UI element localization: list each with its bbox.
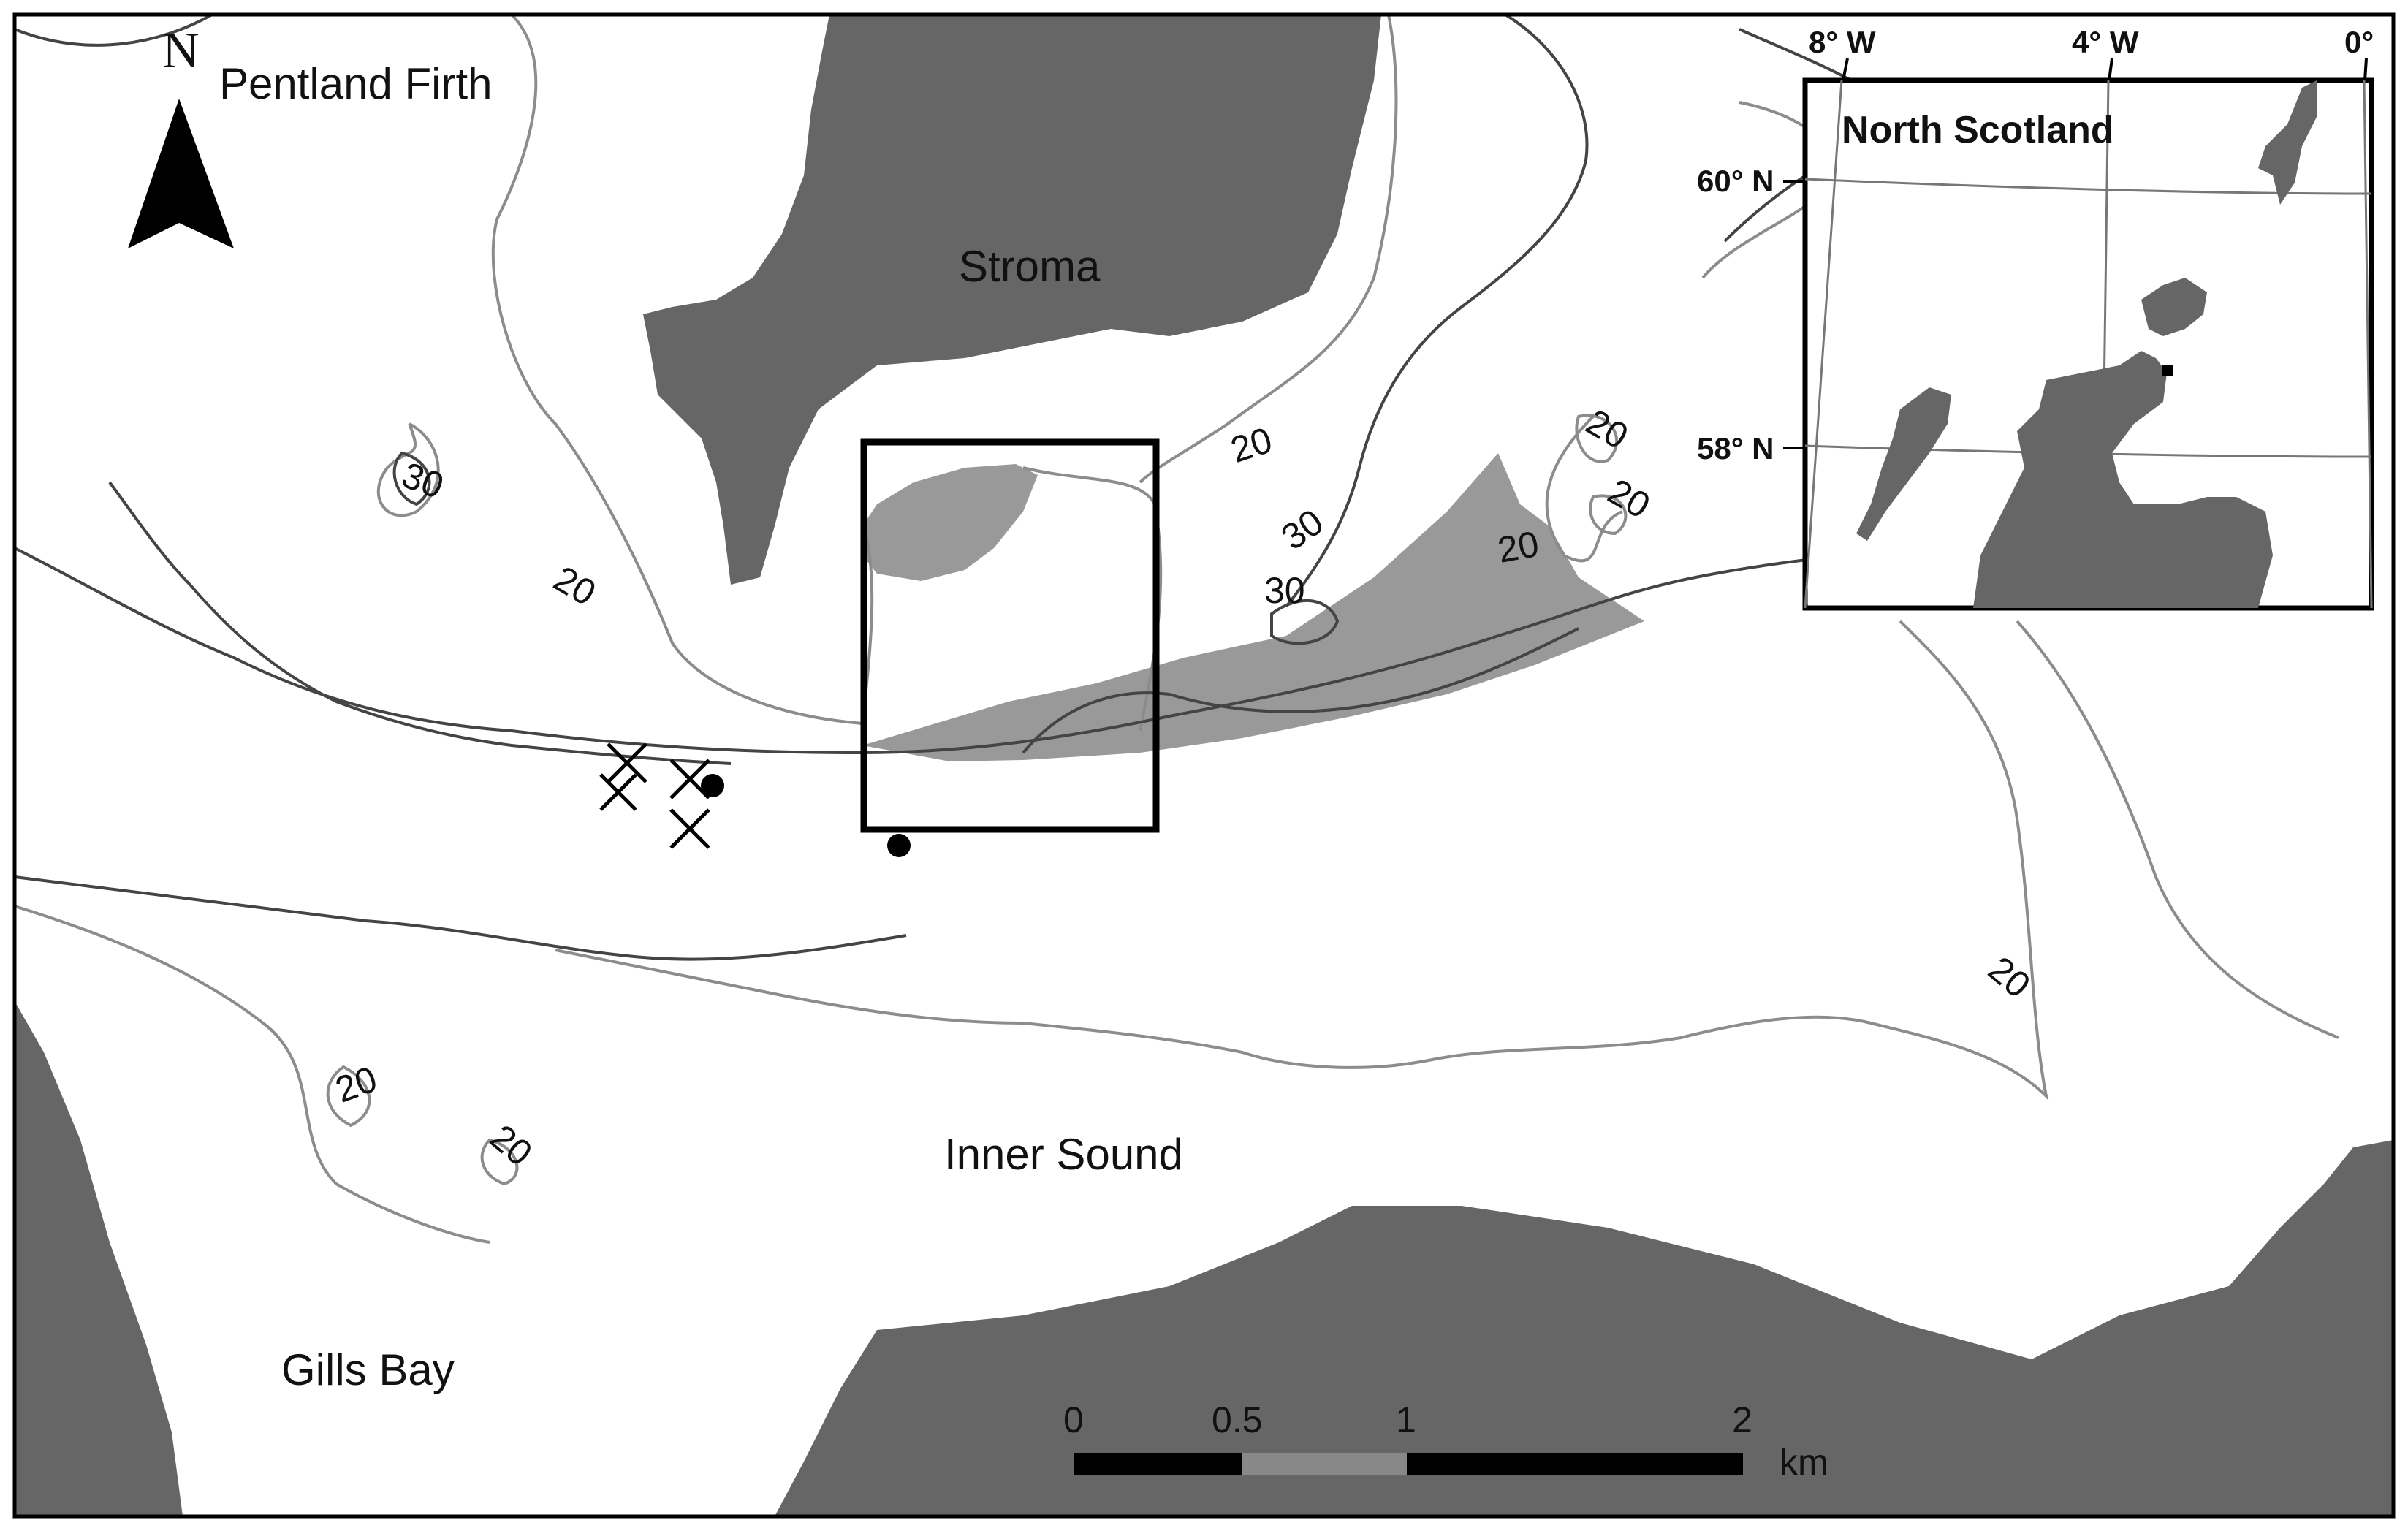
scale-unit-label: km	[1780, 1442, 1828, 1483]
cross-marker	[669, 808, 710, 849]
inset-lon-label: 8° W	[1809, 25, 1876, 59]
study-area-box	[860, 438, 1160, 833]
north-arrow-icon	[128, 99, 234, 248]
inset-location-marker	[2162, 365, 2173, 376]
label-gills-bay: Gills Bay	[281, 1345, 455, 1394]
inset-scotland-land	[1973, 351, 2273, 608]
inset-map: North Scotland 8° W 4° W 0° 60° N 58° N	[1697, 25, 2374, 611]
stroma-island	[643, 15, 1381, 585]
scale-tick-label: 2	[1732, 1399, 1752, 1440]
depth-label-20: 20	[1226, 419, 1277, 471]
scale-bar-segment	[1407, 1453, 1743, 1475]
depth-label-30: 30	[1264, 570, 1305, 611]
depth-label-20: 20	[330, 1058, 382, 1111]
scale-tick-label: 0	[1063, 1399, 1084, 1440]
cross-marker	[607, 742, 647, 783]
scale-bar-segment	[1074, 1453, 1242, 1475]
map-frame	[12, 12, 2396, 1519]
depth-label-20: 20	[1494, 523, 1542, 571]
scale-bar-segment	[1242, 1453, 1407, 1475]
inset-lat-label: 60° N	[1697, 164, 1774, 198]
depth-label-20: 20	[547, 558, 603, 613]
depth-label-20: 20	[1601, 471, 1657, 526]
depth-label-20: 20	[1579, 401, 1635, 457]
inset-shetland	[2258, 80, 2317, 205]
scale-tick-label: 0.5	[1212, 1399, 1263, 1440]
label-pentland-firth: Pentland Firth	[219, 59, 493, 108]
dot-marker	[887, 834, 911, 857]
scale-tick-label: 1	[1396, 1399, 1416, 1440]
cross-marker	[669, 759, 710, 799]
inset-hebrides	[1856, 387, 1951, 541]
contours-20m	[14, 13, 2339, 1244]
cross-marker	[599, 773, 637, 811]
inset-title: North Scotland	[1842, 109, 2114, 151]
depth-label-20: 20	[482, 1117, 540, 1174]
depth-labels: 30 20 20 30 30 20 20 20 20 20 20	[330, 401, 2038, 1174]
depth-label-30: 30	[1274, 501, 1331, 558]
inset-lat-label: 58° N	[1697, 431, 1774, 466]
survey-area-west	[862, 464, 1038, 581]
inset-lon-label: 0°	[2344, 25, 2374, 59]
label-inner-sound: Inner Sound	[944, 1130, 1183, 1179]
north-arrow-letter: N	[162, 23, 200, 79]
label-stroma: Stroma	[959, 242, 1101, 291]
inset-orkney	[2141, 278, 2207, 336]
scale-bar: 0 0.5 1 2 km	[1063, 1399, 1828, 1483]
north-arrow: N	[128, 23, 234, 248]
inset-tick	[1783, 58, 2368, 449]
mainland-coast	[15, 1001, 2393, 1516]
dot-marker	[701, 774, 724, 797]
inset-lon-label: 4° W	[2072, 25, 2139, 59]
survey-markers	[599, 742, 710, 849]
